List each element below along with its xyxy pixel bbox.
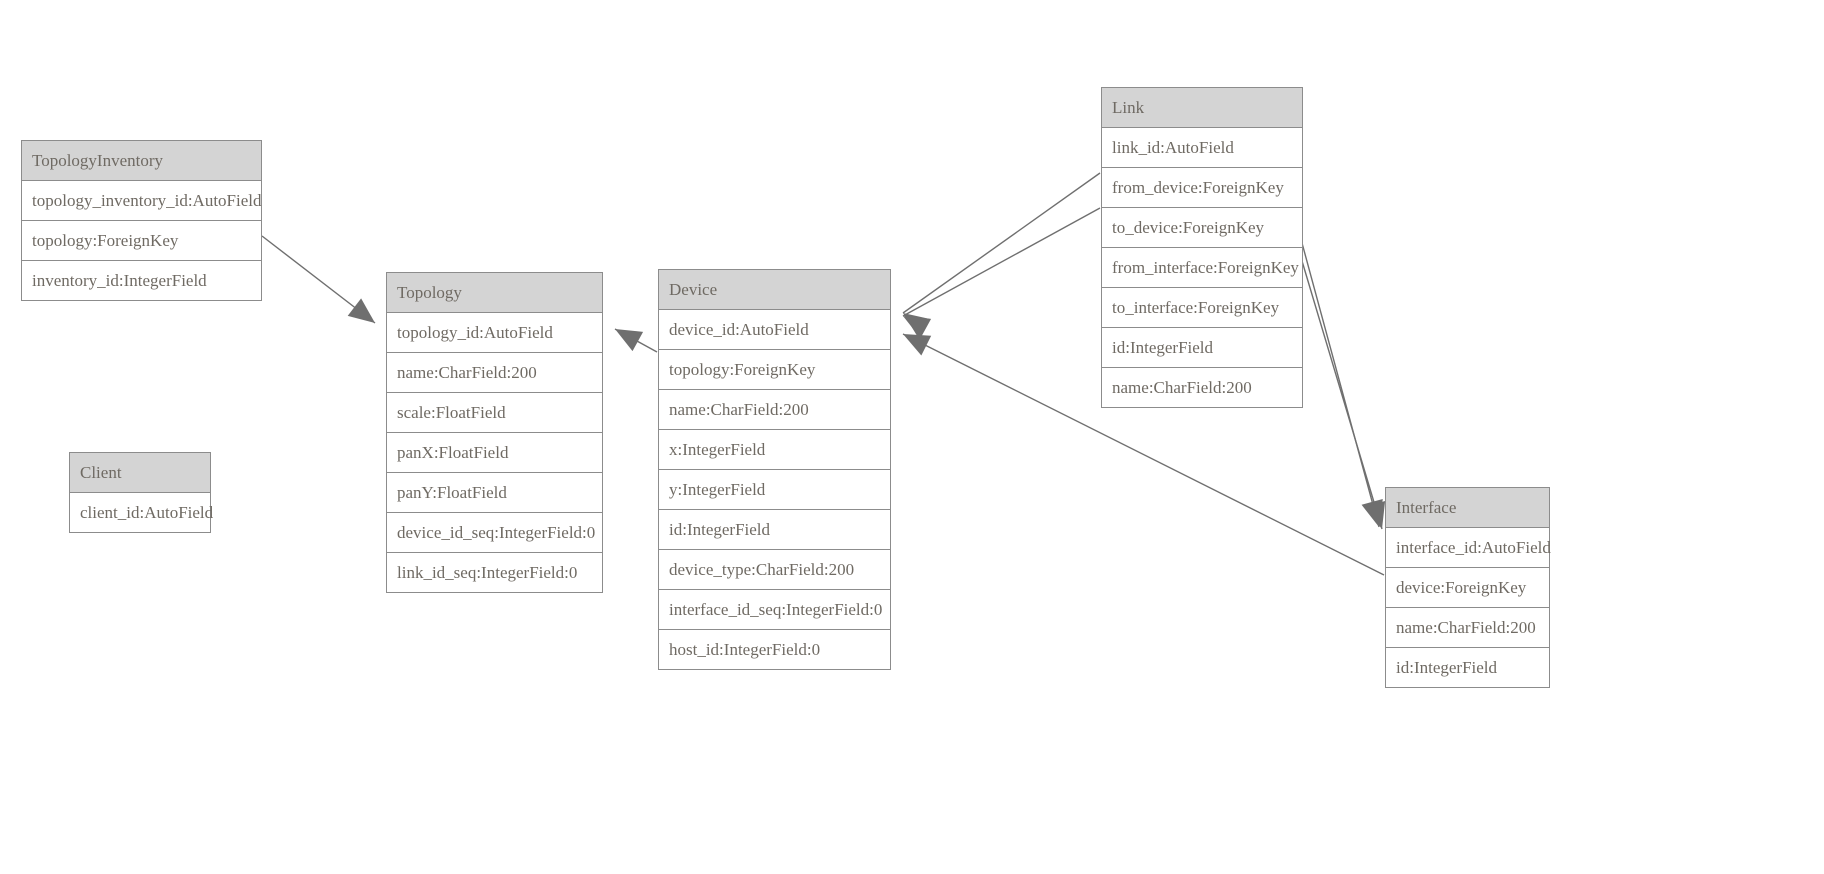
field-row[interactable]: topology_id:AutoField bbox=[387, 313, 602, 353]
relationship-line bbox=[614, 328, 658, 353]
field-row[interactable]: topology:ForeignKey bbox=[659, 350, 890, 390]
field-row[interactable]: panX:FloatField bbox=[387, 433, 602, 473]
relationship-link-to-device-to-device bbox=[902, 207, 1101, 339]
relationship-line bbox=[1301, 242, 1380, 528]
relationship-topologyinventory-to-topology bbox=[261, 235, 376, 324]
field-row[interactable]: topology_inventory_id:AutoField bbox=[22, 181, 262, 221]
field-row[interactable]: name:CharField:200 bbox=[1102, 368, 1302, 407]
field-row[interactable]: name:CharField:200 bbox=[1386, 608, 1549, 648]
entity-title-interface: Interface bbox=[1386, 488, 1549, 528]
entity-title-topology: Topology bbox=[387, 273, 602, 313]
field-row[interactable]: x:IntegerField bbox=[659, 430, 890, 470]
arrowhead-icon bbox=[903, 316, 932, 339]
field-row[interactable]: interface_id_seq:IntegerField:0 bbox=[659, 590, 890, 630]
entity-title-link: Link bbox=[1102, 88, 1302, 128]
entity-title-device: Device bbox=[659, 270, 890, 310]
field-row[interactable]: link_id:AutoField bbox=[1102, 128, 1302, 168]
arrowhead-icon bbox=[903, 313, 931, 338]
relationship-line bbox=[902, 207, 1101, 317]
relationship-device-to-topology bbox=[614, 328, 658, 353]
field-row[interactable]: device_id_seq:IntegerField:0 bbox=[387, 513, 602, 553]
field-row[interactable]: device_id:AutoField bbox=[659, 310, 890, 350]
field-row[interactable]: id:IntegerField bbox=[1102, 328, 1302, 368]
field-row[interactable]: host_id:IntegerField:0 bbox=[659, 630, 890, 669]
field-row[interactable]: interface_id:AutoField bbox=[1386, 528, 1551, 568]
field-row[interactable]: y:IntegerField bbox=[659, 470, 890, 510]
field-row[interactable]: from_interface:ForeignKey bbox=[1102, 248, 1302, 288]
relationship-line bbox=[1301, 260, 1383, 530]
field-row[interactable]: scale:FloatField bbox=[387, 393, 602, 433]
field-row[interactable]: client_id:AutoField bbox=[70, 493, 213, 532]
field-row[interactable]: device:ForeignKey bbox=[1386, 568, 1549, 608]
arrowhead-icon bbox=[615, 329, 644, 352]
field-row[interactable]: inventory_id:IntegerField bbox=[22, 261, 261, 300]
field-row[interactable]: id:IntegerField bbox=[1386, 648, 1549, 687]
relationship-line bbox=[902, 172, 1101, 314]
field-row[interactable]: to_device:ForeignKey bbox=[1102, 208, 1302, 248]
field-row[interactable]: link_id_seq:IntegerField:0 bbox=[387, 553, 602, 592]
field-row[interactable]: topology:ForeignKey bbox=[22, 221, 261, 261]
relationship-link-to-interface-to-interface bbox=[1301, 260, 1386, 530]
relationship-link-from-interface-to-interface bbox=[1301, 242, 1383, 528]
field-row[interactable]: from_device:ForeignKey bbox=[1102, 168, 1302, 208]
arrowhead-icon bbox=[903, 334, 932, 356]
entity-title-topology_inventory: TopologyInventory bbox=[22, 141, 261, 181]
entity-title-client: Client bbox=[70, 453, 210, 493]
relationship-link-from-device-to-device bbox=[902, 172, 1101, 338]
relationship-line bbox=[261, 235, 376, 324]
field-row[interactable]: to_interface:ForeignKey bbox=[1102, 288, 1302, 328]
arrowhead-icon bbox=[347, 298, 375, 323]
field-row[interactable]: name:CharField:200 bbox=[387, 353, 602, 393]
field-row[interactable]: panY:FloatField bbox=[387, 473, 602, 513]
field-row[interactable]: id:IntegerField bbox=[659, 510, 890, 550]
field-row[interactable]: device_type:CharField:200 bbox=[659, 550, 890, 590]
field-row[interactable]: name:CharField:200 bbox=[659, 390, 890, 430]
